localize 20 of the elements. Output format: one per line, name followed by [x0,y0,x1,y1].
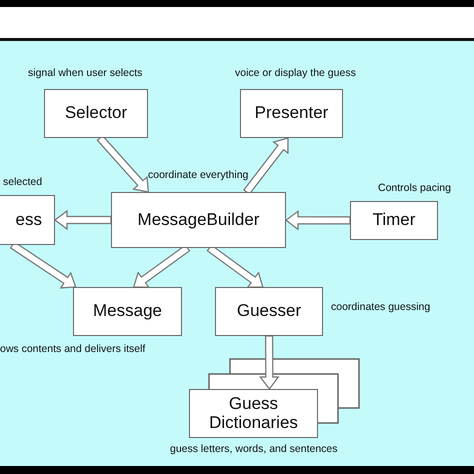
annotation-text: coordinates guessing [331,301,430,313]
class-box: Guess Dictionaries [189,389,318,438]
class-box: ess [0,195,55,245]
class-box: Message [73,287,182,336]
block-arrow [54,210,112,230]
annotation-text: signal when user selects [28,67,142,79]
annotation-text: coordinate everything [148,169,248,181]
class-box: Timer [350,201,438,240]
class-box: Selector [44,89,148,138]
block-arrow [243,137,289,195]
class-box: Guesser [215,287,323,336]
annotation-text: guess letters, words, and sentences [170,443,338,455]
class-box: Presenter [240,89,343,138]
annotation-text: selected [3,176,42,188]
annotation-text: ows contents and delivers itself [0,343,146,355]
block-arrow [259,335,280,390]
class-box: MessageBuilder [111,192,286,248]
block-arrow [285,210,351,230]
annotation-text: voice or display the guess [235,67,356,79]
annotation-text: Controls pacing [378,182,451,194]
